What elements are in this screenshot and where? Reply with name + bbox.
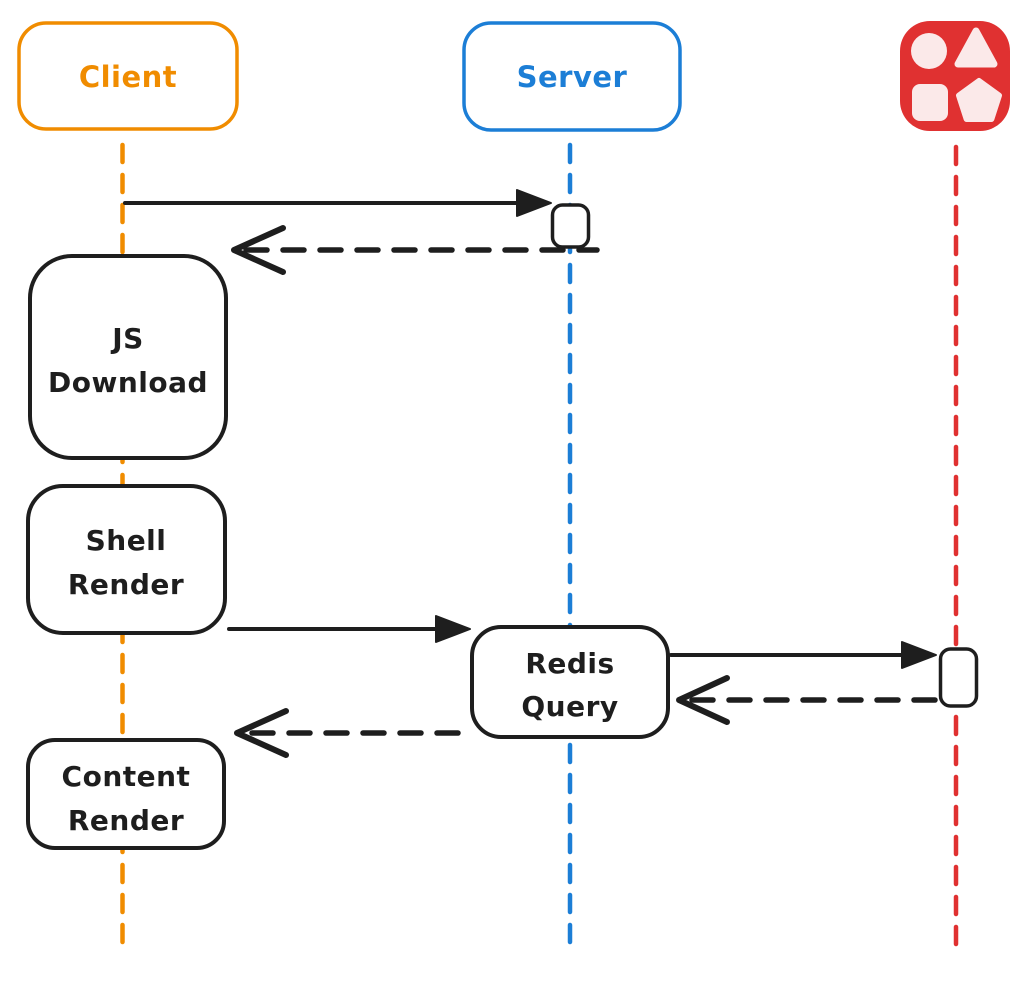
server-actor: Server xyxy=(462,21,682,132)
arrowhead-left-open-icon xyxy=(234,708,289,758)
shapes-icon-triangle xyxy=(954,27,998,68)
shapes-icon-pentagon xyxy=(956,78,1002,122)
arrowhead-right-icon xyxy=(901,641,937,669)
content-render-rect xyxy=(26,738,226,850)
client-actor-label: Client xyxy=(79,60,177,94)
arrowhead-left-open-icon xyxy=(231,225,286,275)
redis-query-label-line1: Redis xyxy=(525,647,614,680)
redis-query-label-line2: Query xyxy=(521,690,618,723)
js-download-box: JS Download xyxy=(28,254,228,460)
server-actor-label: Server xyxy=(517,60,628,94)
arrow-shapes-to-redis-query xyxy=(676,675,939,725)
shell-render-box: Shell Render xyxy=(26,484,227,635)
shell-render-label-line1: Shell xyxy=(86,524,167,557)
js-download-label-line2: Download xyxy=(48,366,208,399)
shapes-icon-square xyxy=(912,84,948,121)
shell-render-label-line2: Render xyxy=(68,568,184,601)
shell-render-rect xyxy=(26,484,227,635)
arrowhead-left-open-icon xyxy=(676,675,730,725)
redis-query-rect xyxy=(470,625,670,739)
shapes-icon xyxy=(900,21,1010,131)
shapes-icon-circle xyxy=(911,33,947,69)
redis-query-box: Redis Query xyxy=(470,625,670,739)
shapes-activation-box xyxy=(938,647,979,708)
arrowhead-right-icon xyxy=(435,615,471,643)
arrowhead-right-icon xyxy=(516,189,552,217)
server-activation-box xyxy=(550,203,591,249)
arrow-client-to-server xyxy=(123,189,552,217)
js-download-label-line1: JS xyxy=(110,322,144,355)
arrow-redis-query-to-client xyxy=(234,708,471,758)
server-actor-box xyxy=(462,21,682,132)
content-render-label-line2: Render xyxy=(68,804,184,837)
arrow-server-to-client xyxy=(231,225,600,275)
arrow-shell-to-redis-query xyxy=(227,615,471,643)
arrow-redis-query-to-shapes xyxy=(669,641,937,669)
js-download-rect xyxy=(28,254,228,460)
content-render-box: Content Render xyxy=(26,738,226,850)
client-actor: Client xyxy=(17,21,239,131)
content-render-label-line1: Content xyxy=(62,760,191,793)
client-actor-box xyxy=(17,21,239,131)
